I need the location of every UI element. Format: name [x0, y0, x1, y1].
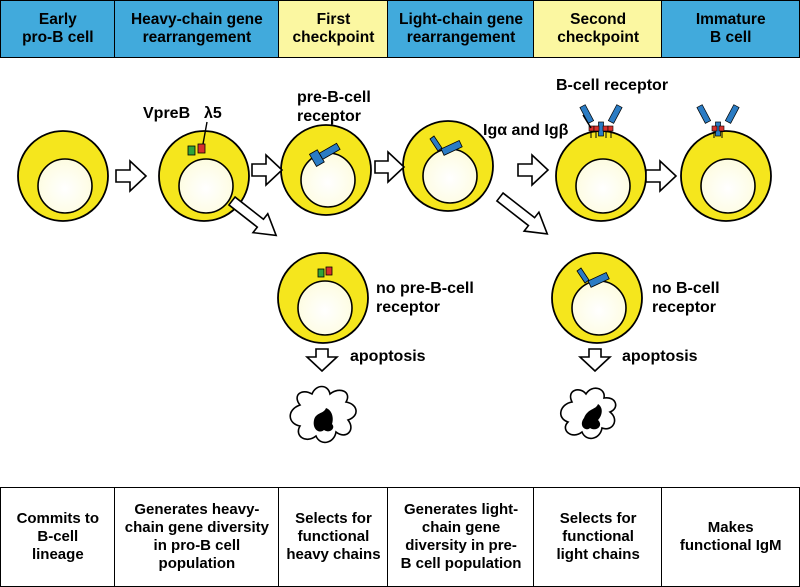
heavy-light-chain-icon-2	[576, 267, 610, 288]
apoptotic-cell-1	[289, 385, 357, 444]
no-b-cell-receptor-label: no B-cell receptor	[652, 280, 720, 316]
vpreb-marker-2	[317, 268, 325, 278]
heavy-light-chain-icon	[429, 135, 463, 156]
cell-early-pro-b	[17, 130, 109, 222]
footer-selects-heavy-chains: Selects for functional heavy chains	[278, 487, 389, 587]
cell-first-checkpoint	[280, 124, 372, 216]
pre-b-cell-receptor-icon	[308, 142, 341, 167]
arrow-right-icon	[374, 150, 406, 184]
pre-b-cell-receptor-label: pre-B-cell receptor	[297, 89, 371, 125]
no-pre-b-cell-receptor-label: no pre-B-cell receptor	[376, 280, 474, 316]
arrow-down-icon	[577, 348, 613, 373]
arrow-right-icon	[115, 159, 148, 193]
failure-arrows	[227, 191, 549, 237]
arrow-right-icon	[251, 153, 284, 187]
header-second-checkpoint: Second checkpoint	[533, 0, 663, 58]
lambda5-label: λ5	[204, 105, 222, 122]
cell-no-b-cell-receptor	[551, 252, 643, 344]
arrow-diagonal-icon	[495, 191, 549, 235]
apoptotic-cell-2	[560, 387, 617, 440]
cell-immature-b	[680, 104, 772, 222]
footer-makes-igm: Makes functional IgM	[661, 487, 800, 587]
lambda5-pointer	[202, 121, 208, 145]
footer-light-chain-diversity: Generates light- chain gene diversity in…	[387, 487, 535, 587]
header-immature-b-cell: Immature B cell	[661, 0, 800, 58]
lambda5-marker-2	[325, 266, 333, 276]
arrow-right-icon	[645, 159, 678, 193]
outcome-footer-row: Commits to B-cell lineage Generates heav…	[0, 487, 800, 587]
cell-no-pre-b-cell-receptor	[277, 252, 369, 344]
vpreb-marker	[187, 145, 196, 156]
apoptosis-arrows	[304, 348, 613, 373]
vpreb-label: VpreB	[143, 105, 191, 122]
arrow-right-icon	[517, 153, 550, 187]
diagram-canvas	[17, 104, 772, 444]
cell-light-chain-rearrangement	[402, 120, 494, 212]
progression-arrows	[115, 150, 678, 193]
footer-selects-light-chains: Selects for functional light chains	[533, 487, 663, 587]
arrow-diagonal-icon	[227, 195, 278, 237]
b-cell-receptor-icon	[696, 104, 740, 138]
apoptosis-label-1: apoptosis	[350, 348, 426, 365]
header-early-pro-b-cell: Early pro-B cell	[0, 0, 116, 58]
stage-header-row: Early pro-B cell Heavy-chain gene rearra…	[0, 0, 800, 58]
arrow-down-icon	[304, 348, 340, 373]
header-heavy-chain-rearrangement: Heavy-chain gene rearrangement	[114, 0, 280, 58]
b-cell-receptor-label: B-cell receptor	[556, 77, 669, 94]
header-first-checkpoint: First checkpoint	[278, 0, 389, 58]
b-cell-receptor-igm-icon	[579, 104, 623, 138]
footer-commits-lineage: Commits to B-cell lineage	[0, 487, 116, 587]
cell-second-checkpoint	[555, 104, 647, 222]
cell-heavy-chain-rearrangement	[158, 121, 250, 222]
header-light-chain-rearrangement: Light-chain gene rearrangement	[387, 0, 535, 58]
apoptosis-label-2: apoptosis	[622, 348, 698, 365]
lambda5-marker	[197, 143, 206, 154]
iga-igb-pointer	[582, 114, 592, 129]
footer-heavy-chain-diversity: Generates heavy- chain gene diversity in…	[114, 487, 280, 587]
iga-igb-label: Igα and Igβ	[483, 122, 569, 139]
